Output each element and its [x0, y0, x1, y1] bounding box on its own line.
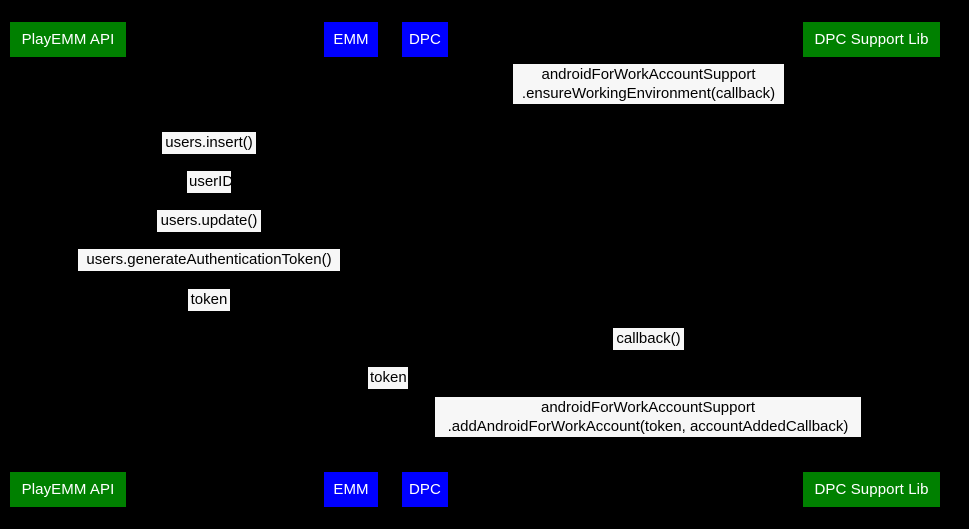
message-arrow-userid: [68, 193, 351, 194]
participant-dpc-top[interactable]: DPC: [402, 22, 448, 57]
message-label-ensure-working-environment: androidForWorkAccountSupport .ensureWork…: [513, 64, 784, 104]
participant-label: DPC: [409, 481, 441, 498]
message-arrow-ensure-working-environment: [425, 104, 871, 105]
participant-dpc-support-lib-top[interactable]: DPC Support Lib: [803, 22, 940, 57]
message-arrow-token-to-dpc: [351, 389, 425, 390]
message-label-token-to-emm: token: [188, 289, 230, 311]
lifeline-dpc: [425, 57, 426, 472]
participant-label: EMM: [333, 481, 369, 498]
participant-label: DPC Support Lib: [814, 481, 929, 498]
message-arrow-token-to-emm: [68, 311, 351, 312]
lifeline-playemm-api: [68, 57, 69, 472]
lifeline-dpc-support-lib: [871, 57, 872, 472]
message-label-users-update: users.update(): [157, 210, 261, 232]
participant-playemm-api-top[interactable]: PlayEMM API: [10, 22, 126, 57]
participant-label: EMM: [333, 31, 369, 48]
participant-label: PlayEMM API: [21, 481, 115, 498]
participant-playemm-api-bottom[interactable]: PlayEMM API: [10, 472, 126, 507]
message-label-userid: userID: [187, 171, 233, 193]
message-arrow-generate-auth-token: [68, 271, 351, 272]
message-label-token-to-dpc: token: [368, 367, 408, 389]
participant-label: DPC: [409, 31, 441, 48]
message-label-users-insert: users.insert(): [162, 132, 256, 154]
participant-label: DPC Support Lib: [814, 31, 929, 48]
message-label-add-android-for-work-account: androidForWorkAccountSupport .addAndroid…: [435, 397, 861, 437]
message-arrow-users-update: [68, 232, 351, 233]
participant-dpc-bottom[interactable]: DPC: [402, 472, 448, 507]
participant-emm-top[interactable]: EMM: [324, 22, 378, 57]
message-arrow-callback: [425, 350, 871, 351]
message-label-callback: callback(): [613, 328, 684, 350]
lifeline-emm: [351, 57, 352, 472]
message-label-generate-auth-token: users.generateAuthenticationToken(): [78, 249, 340, 271]
message-arrow-users-insert: [68, 154, 351, 155]
participant-emm-bottom[interactable]: EMM: [324, 472, 378, 507]
message-arrow-add-android-for-work-account: [425, 437, 871, 438]
participant-dpc-support-lib-bottom[interactable]: DPC Support Lib: [803, 472, 940, 507]
participant-label: PlayEMM API: [21, 31, 115, 48]
